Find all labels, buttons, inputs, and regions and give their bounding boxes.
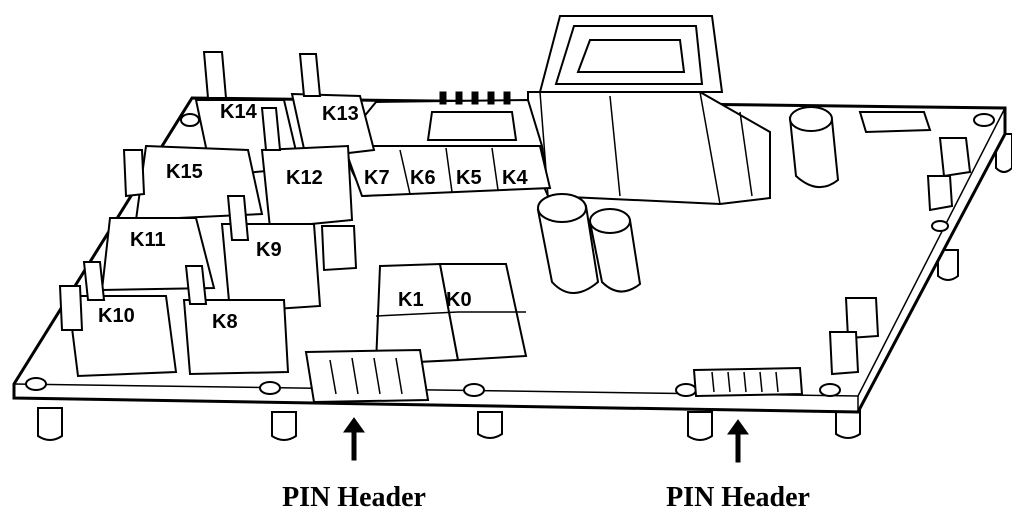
caption-pin-header-left: PIN Header: [282, 482, 426, 513]
pin-header-right: [692, 366, 804, 398]
relay-label-k8: K8: [212, 311, 238, 333]
relay-label-k9: K9: [256, 239, 282, 261]
relay-label-k0: K0: [446, 289, 472, 311]
relay-label-k10: K10: [98, 305, 135, 327]
relay-module-k7-k4: [338, 91, 552, 198]
arrow-left: [343, 417, 365, 461]
callout-arrows: [343, 417, 749, 463]
caption-pin-header-right: PIN Header: [666, 482, 810, 513]
relay-label-k7: K7: [364, 167, 390, 189]
relay-label-k12: K12: [286, 167, 323, 189]
arrow-right: [727, 419, 749, 463]
relay-label-k13: K13: [322, 103, 359, 125]
connectors: [58, 111, 972, 376]
relay-label-k4: K4: [502, 167, 528, 189]
pin-header-left: [304, 348, 430, 404]
relay-label-k5: K5: [456, 167, 482, 189]
relay-label-k6: K6: [410, 167, 436, 189]
transformer: [527, 15, 771, 206]
capacitors: [536, 106, 840, 294]
relay-label-k15: K15: [166, 161, 203, 183]
relay-bodies: [66, 51, 528, 378]
relay-label-k11: K11: [130, 229, 166, 251]
relay-label-k14: K14: [220, 101, 258, 123]
relay-label-k1: K1: [398, 289, 424, 311]
relay-labels: K14 K13 K15 K12 K7 K6 K5 K4 K11 K9 K10 K…: [98, 101, 528, 333]
